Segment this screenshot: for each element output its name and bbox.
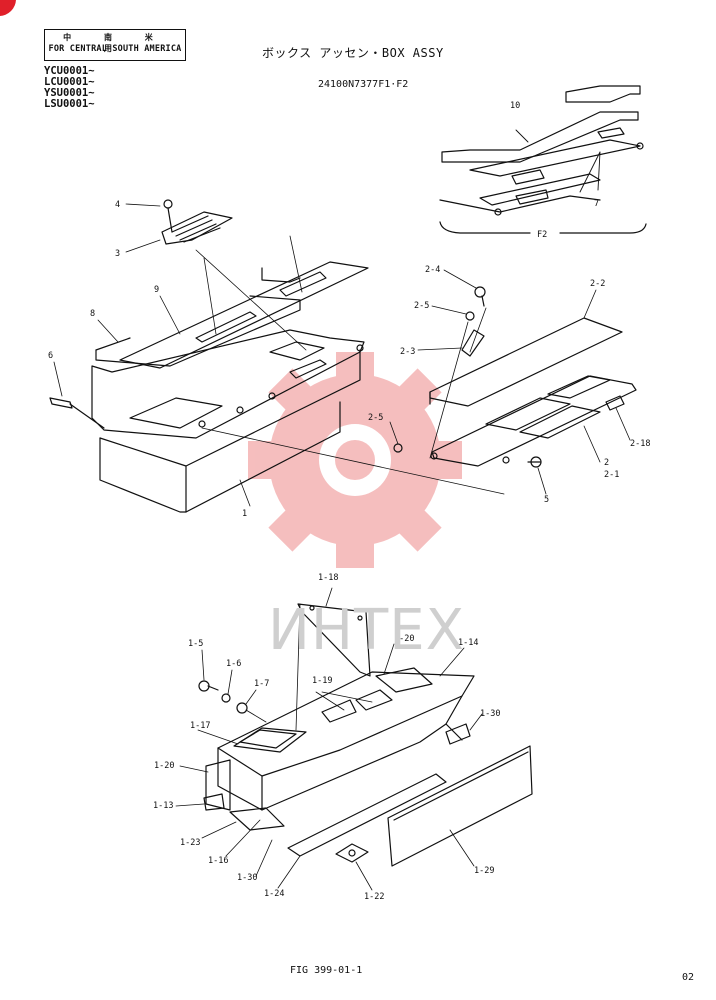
callout-6: 6 [48,351,53,361]
region-label-box: 中 南 米 用 FOR CENTRAL SOUTH AMERICA [44,29,186,61]
region-label-en: FOR CENTRAL SOUTH AMERICA [48,44,182,54]
part-1-18-bracket [297,603,371,677]
part-8-handle [95,295,301,367]
f2-bracket-line-left [439,221,531,234]
callout-7: 7 [594,199,599,209]
callout-1-20-top: 1-20 [394,634,414,644]
part-2-5-washer-top [465,311,475,321]
callout-1-30-left: 1-30 [237,873,257,883]
callout-1-29: 1-29 [474,866,494,876]
leader-7 [579,151,601,193]
figure-number: FIG 399-01-1 [290,965,363,976]
part-1-6-washer [221,693,231,703]
callout-1-24: 1-24 [264,889,284,899]
diagram-title: ボックス アッセン・BOX ASSY [262,46,444,60]
callout-1-14: 1-14 [458,638,478,648]
part-1-19-partitions [321,689,393,723]
callout-1-22: 1-22 [364,892,384,902]
part-1-7-washer [236,702,248,714]
watermark-gear [248,352,462,568]
part-2-3-clamp [461,329,485,357]
part-5-bolt [527,456,542,468]
callout-10: 10 [510,101,520,111]
leader-1-to-2 [201,427,505,495]
part-number: 24100N7377F1·F2 [318,79,409,90]
callout-1-16: 1-16 [208,856,228,866]
callout-2-4: 2-4 [425,265,440,275]
part-1-30-spacer [445,723,471,745]
part-2-2-plate [429,317,623,407]
part-2-4-bolt [474,286,486,307]
callout-1-17: 1-17 [190,721,210,731]
callout-2-1: 2-1 [604,470,619,480]
part-9-cover [119,261,369,369]
part-1-17-frame [233,727,307,753]
part-1-13-block [203,793,225,811]
callout-1-18: 1-18 [318,573,338,583]
serial-list: YCU0001~ LCU0001~ YSU0001~ LSU0001~ [44,66,95,110]
region-label-cn: 中 南 米 用 [63,33,167,53]
part-6-bolt [49,397,105,429]
callout-f2: F2 [537,230,547,240]
callout-3: 3 [115,249,120,259]
callout-1-5: 1-5 [188,639,203,649]
part-1-24-floor [287,773,447,857]
part-2-1-frame [430,375,637,467]
leader-1-7 [245,709,267,723]
callout-2: 2 [604,458,609,468]
leader-assembly-lines [195,235,307,351]
callout-2-5-top: 2-5 [414,301,429,311]
part-10-handle-plate [439,85,644,216]
part-3-grille [161,211,233,245]
part-1-5-bolt [198,680,219,692]
serial-item: LCU0001~ [44,76,95,88]
callout-8: 8 [90,309,95,319]
part-1-22-nut [335,843,369,863]
part-1-14-housing [217,671,475,811]
part-4-screw [163,199,173,233]
callout-1-19: 1-19 [312,676,332,686]
part-1-23-plate [229,807,285,831]
part-1-29-panel [387,745,533,867]
callout-4: 4 [115,200,120,210]
callout-1: 1 [242,509,247,519]
serial-item: YSU0001~ [44,87,95,99]
page-number: 02 [682,972,695,983]
callout-2-5-bottom: 2-5 [368,413,383,423]
part-1-main-box [91,329,365,513]
callout-1-6: 1-6 [226,659,241,669]
callout-2-3: 2-3 [400,347,415,357]
callout-1-23: 1-23 [180,838,200,848]
callout-2-18: 2-18 [630,439,650,449]
f2-bracket-line-right [559,223,647,234]
serial-item: YCU0001~ [44,65,95,77]
callout-9: 9 [154,285,159,295]
callout-1-7: 1-7 [254,679,269,689]
leader-2-series [429,307,487,459]
callout-5: 5 [544,495,549,505]
watermark-text: ИНТЕХ [268,598,465,663]
callout-leaders [53,203,631,891]
callout-1-13: 1-13 [153,801,173,811]
part-1-20-panel [205,667,433,811]
callout-1-30-right: 1-30 [480,709,500,719]
callout-2-2: 2-2 [590,279,605,289]
leader-10 [515,129,529,143]
callout-1-20-left: 1-20 [154,761,174,771]
serial-item: LSU0001~ [44,98,95,110]
